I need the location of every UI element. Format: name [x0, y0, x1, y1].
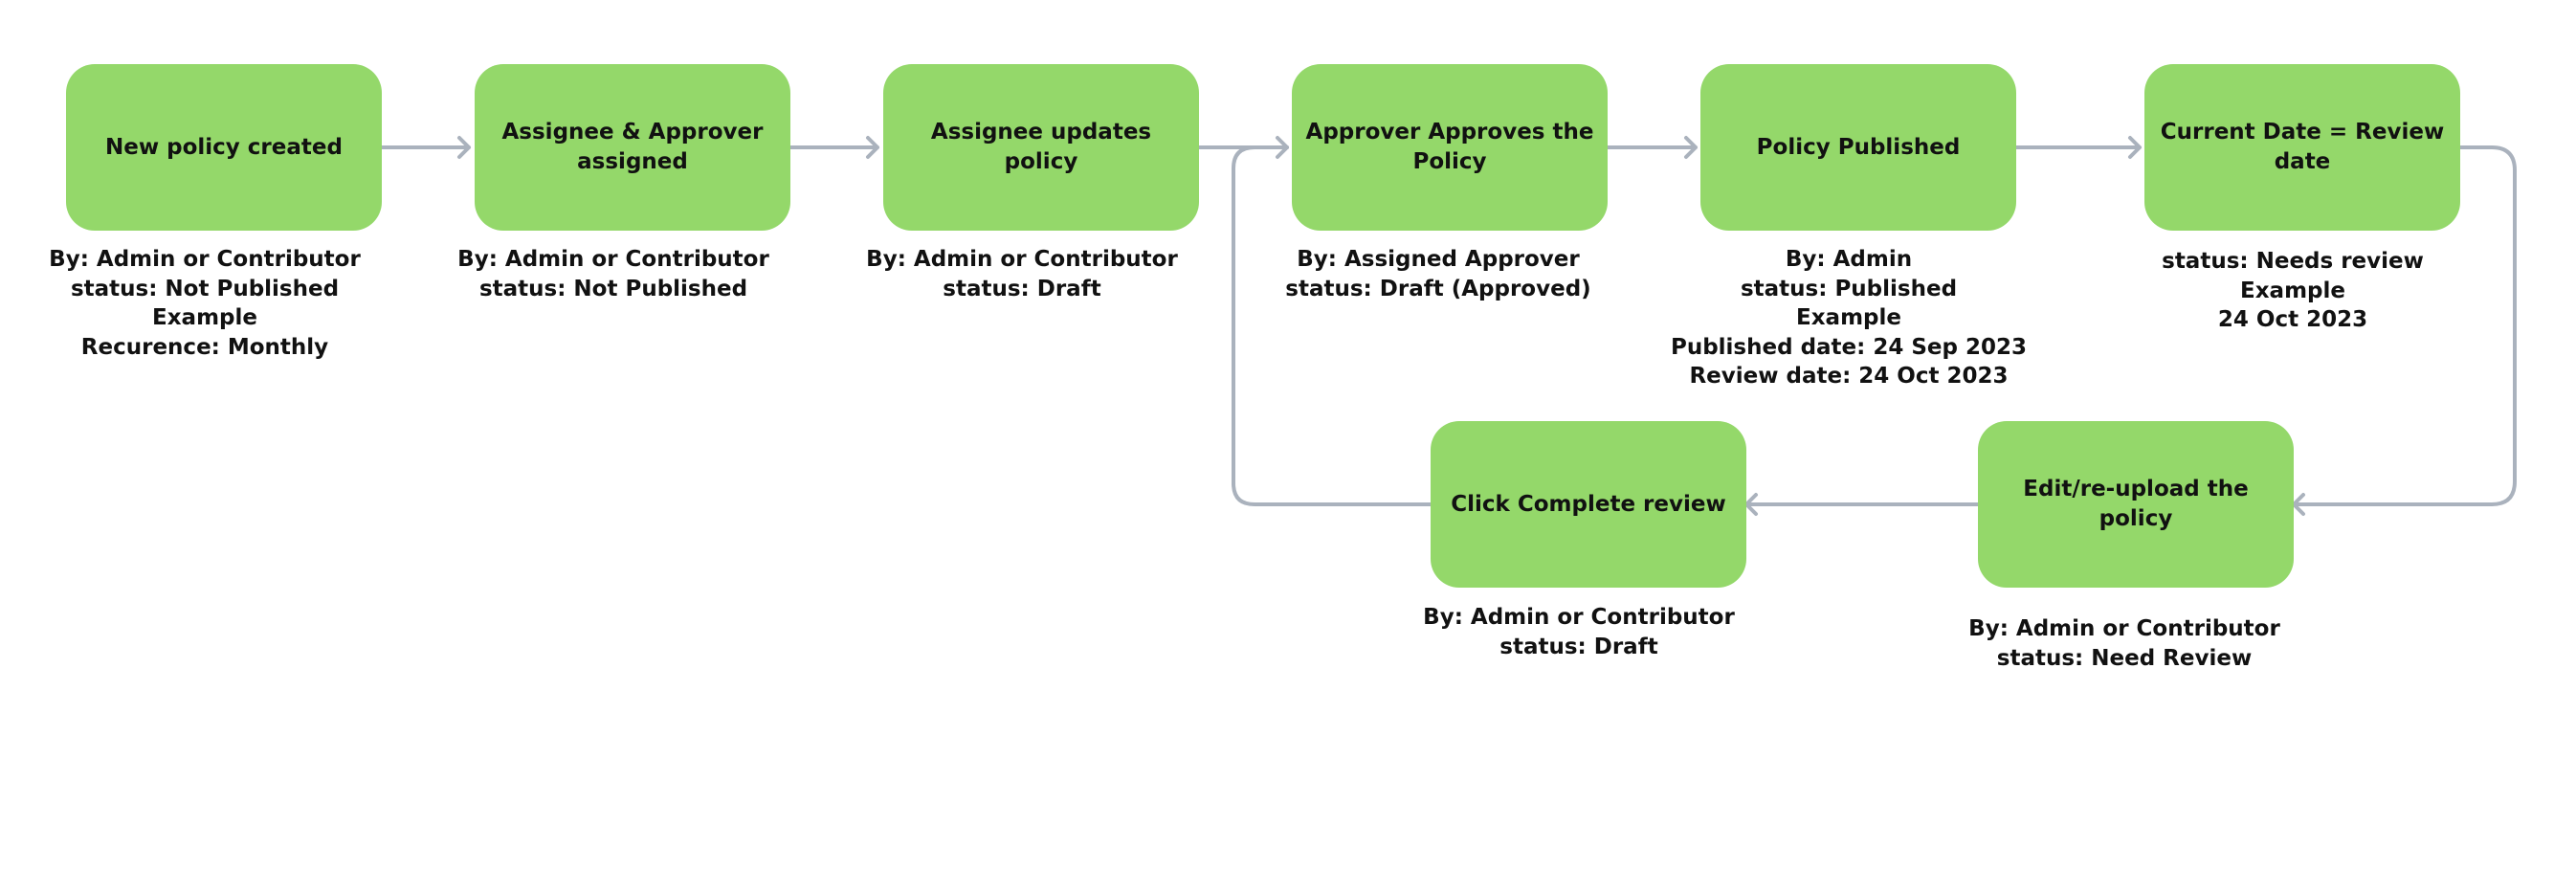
node-title: Edit/re-upload the policy — [2023, 477, 2249, 531]
node-title: Current Date = Review date — [2160, 120, 2445, 174]
connector-review-date-to-edit — [2292, 145, 2517, 516]
caption-line: 24 Oct 2023 — [2217, 307, 2368, 332]
caption-assignee-updates-policy: By: Admin or Contributor status: Draft — [840, 245, 1204, 303]
node-click-complete-review: Click Complete review — [1431, 421, 1746, 588]
node-assignee-approver-assigned: Assignee & Approver assigned — [475, 64, 790, 231]
caption-policy-published: By: Admin status: Published Example Publ… — [1667, 245, 2031, 391]
caption-line: Review date: 24 Oct 2023 — [1689, 364, 2009, 389]
caption-current-date-review-date: status: Needs review Example 24 Oct 2023 — [2111, 247, 2475, 335]
connector-complete-loop-back — [1232, 145, 1432, 506]
caption-line: By: Admin or Contributor — [866, 247, 1178, 272]
node-approver-approves: Approver Approves the Policy — [1292, 64, 1608, 231]
connector-edit-to-complete — [1744, 493, 1980, 516]
connector-published-to-review-date — [2014, 136, 2142, 159]
node-title: Assignee & Approver assigned — [501, 120, 764, 174]
caption-approver-approves: By: Assigned Approver status: Draft (App… — [1256, 245, 1620, 303]
node-edit-reupload-policy: Edit/re-upload the policy — [1978, 421, 2294, 588]
caption-line: By: Admin or Contributor — [1423, 605, 1735, 630]
caption-line: Published date: 24 Sep 2023 — [1670, 334, 2028, 360]
node-assignee-updates-policy: Assignee updates policy — [883, 64, 1199, 231]
node-title: Assignee updates policy — [930, 120, 1152, 174]
node-title: New policy created — [105, 134, 343, 160]
caption-line: By: Admin or Contributor — [457, 247, 769, 272]
connector-approves-to-published — [1606, 136, 1698, 159]
node-new-policy-created: New policy created — [66, 64, 382, 231]
node-title: Policy Published — [1756, 134, 1961, 160]
caption-edit-reupload-policy: By: Admin or Contributor status: Need Re… — [1943, 614, 2306, 673]
caption-line: status: Draft (Approved) — [1285, 276, 1591, 301]
node-title: Approver Approves the Policy — [1305, 120, 1594, 174]
caption-click-complete-review: By: Admin or Contributor status: Draft — [1397, 603, 1761, 661]
node-title: Click Complete review — [1451, 491, 1726, 517]
caption-line: status: Needs review — [2162, 249, 2424, 274]
caption-line: Example — [2240, 278, 2345, 303]
caption-line: status: Draft — [943, 276, 1101, 301]
caption-line: status: Need Review — [1996, 645, 2253, 671]
caption-line: status: Draft — [1499, 634, 1658, 659]
node-current-date-review-date: Current Date = Review date — [2144, 64, 2460, 231]
caption-new-policy-created: By: Admin or Contributor status: Not Pub… — [23, 245, 387, 362]
caption-line: Recurence: Monthly — [80, 334, 329, 360]
caption-line: Example — [152, 305, 257, 330]
caption-line: By: Assigned Approver — [1297, 247, 1580, 272]
caption-line: status: Published — [1740, 276, 1958, 301]
caption-line: By: Admin or Contributor — [49, 247, 361, 272]
caption-line: Example — [1796, 305, 1901, 330]
connector-new-to-assigned — [380, 136, 471, 159]
caption-line: By: Admin or Contributor — [1968, 616, 2280, 641]
caption-assignee-approver-assigned: By: Admin or Contributor status: Not Pub… — [432, 245, 795, 303]
connector-assigned-to-updates — [788, 136, 879, 159]
caption-line: status: Not Published — [478, 276, 748, 301]
caption-line: status: Not Published — [70, 276, 340, 301]
node-policy-published: Policy Published — [1700, 64, 2016, 231]
caption-line: By: Admin — [1785, 247, 1913, 272]
